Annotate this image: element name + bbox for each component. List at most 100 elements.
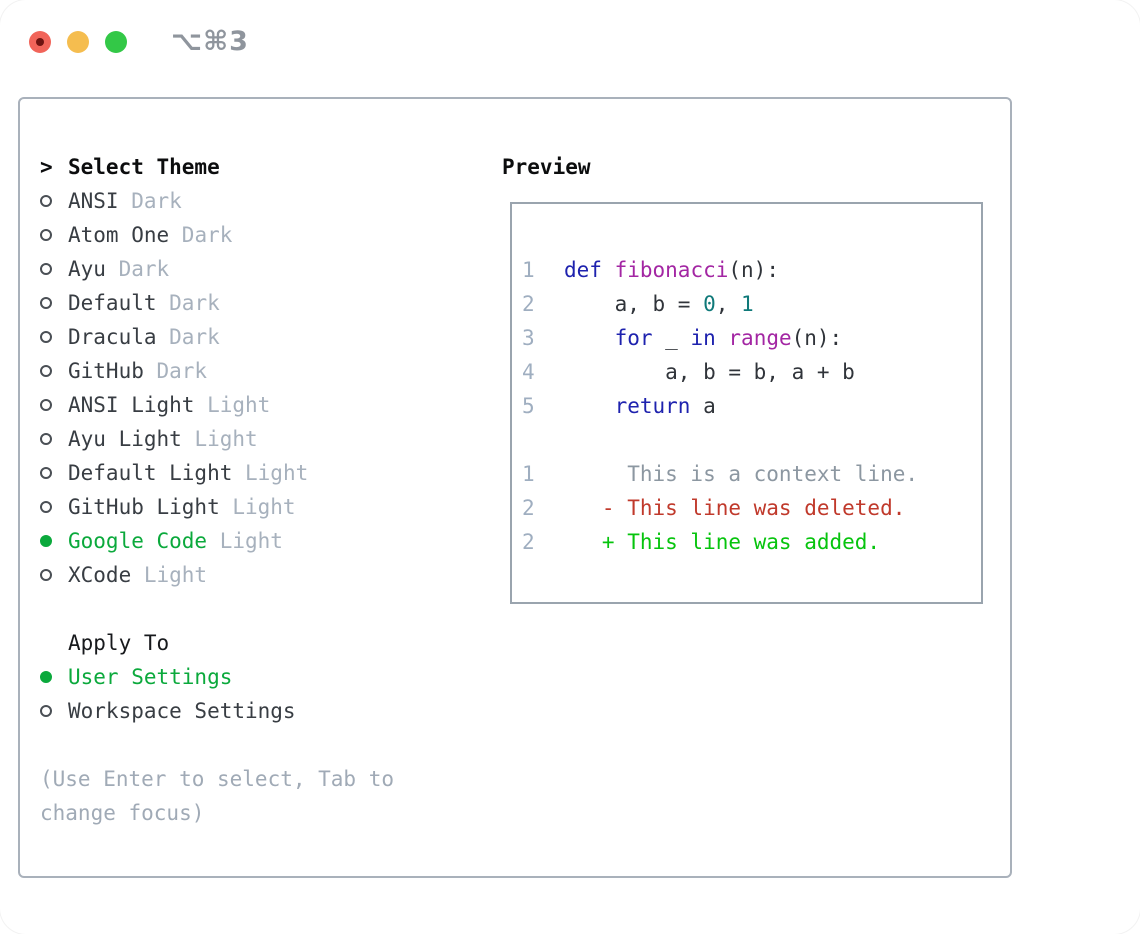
theme-option-atom-one[interactable]: Atom One Dark: [40, 218, 480, 252]
spacer: [40, 592, 480, 626]
radio-circle: [40, 331, 52, 343]
theme-option-ansi[interactable]: ANSI Dark: [40, 184, 480, 218]
option-variant-label: Dark: [156, 291, 220, 315]
option-label: ANSI Light: [68, 393, 195, 417]
radio-circle: [40, 501, 52, 513]
radio-unselected-icon: [40, 501, 68, 513]
radio-unselected-icon: [40, 195, 68, 207]
radio-unselected-icon: [40, 297, 68, 309]
radio-circle: [40, 535, 52, 547]
code-token-lit: 0: [703, 292, 716, 316]
radio-selected-icon: [40, 535, 68, 547]
theme-option-dracula[interactable]: Dracula Dark: [40, 320, 480, 354]
option-label: Atom One: [68, 223, 170, 247]
traffic-light-minimize[interactable]: [67, 30, 89, 53]
apply-to-header: Apply To: [40, 626, 480, 660]
theme-option-xcode[interactable]: XCode Light: [40, 558, 480, 592]
traffic-light-zoom[interactable]: [105, 30, 127, 53]
option-label: ANSI: [68, 189, 119, 213]
code-token-pl: a: [690, 394, 716, 418]
radio-circle: [40, 569, 52, 581]
radio-selected-icon: [40, 671, 68, 683]
radio-circle: [40, 365, 52, 377]
code-token-pl: [602, 258, 615, 282]
option-variant-label: Light: [131, 563, 208, 587]
window-title: ⌥⌘3: [171, 26, 249, 57]
apply-option-user-settings[interactable]: User Settings: [40, 660, 480, 694]
radio-circle: [40, 705, 52, 717]
code-token-pl: ,: [715, 292, 742, 316]
radio-circle: [40, 229, 52, 241]
option-label: Default: [68, 291, 157, 315]
code-line: 2 + This line was added.: [522, 525, 981, 559]
line-number: 2: [522, 292, 535, 316]
option-label: User Settings: [68, 665, 233, 689]
code-token-ctx: This is a context line.: [564, 462, 919, 486]
code-line: 1 This is a context line.: [522, 457, 981, 491]
option-variant-label: Light: [207, 529, 283, 553]
option-label: Ayu Light: [68, 427, 182, 451]
option-label: Default Light: [68, 461, 233, 485]
theme-option-ansi-light[interactable]: ANSI Light Light: [40, 388, 480, 422]
code-line: 3 for _ in range(n):: [522, 321, 981, 355]
preview-title: Preview: [502, 155, 591, 179]
titlebar: ⌥⌘3: [29, 26, 249, 57]
theme-option-ayu[interactable]: Ayu Dark: [40, 252, 480, 286]
apply-to-title: Apply To: [68, 631, 170, 655]
line-number: 2: [522, 530, 535, 554]
option-variant-label: Light: [181, 427, 258, 451]
radio-unselected-icon: [40, 569, 68, 581]
line-number: 1: [522, 258, 535, 282]
apply-option-workspace-settings[interactable]: Workspace Settings: [40, 694, 480, 728]
radio-unselected-icon: [40, 365, 68, 377]
radio-unselected-icon: [40, 705, 68, 717]
code-token-pl: (n):: [728, 258, 779, 282]
code-line: 5 return a: [522, 389, 981, 423]
line-number: 2: [522, 496, 535, 520]
code-token-pl: _: [652, 326, 691, 350]
radio-circle: [40, 297, 52, 309]
code-token-kw: return: [614, 394, 691, 418]
option-variant-label: Light: [219, 495, 296, 519]
radio-unselected-icon: [40, 467, 68, 479]
traffic-light-close[interactable]: [29, 30, 51, 53]
option-label: GitHub Light: [68, 495, 220, 519]
radio-unselected-icon: [40, 433, 68, 445]
line-number: 4: [522, 360, 535, 384]
radio-circle: [40, 263, 52, 275]
radio-circle: [40, 671, 52, 683]
code-token-kw: in: [690, 326, 716, 350]
code-token-pl: [564, 326, 615, 350]
option-label: XCode: [68, 563, 132, 587]
help-text: (Use Enter to select, Tab to change focu…: [40, 767, 395, 825]
code-token-del: - This line was deleted.: [564, 496, 906, 520]
prompt-caret: >: [40, 155, 53, 179]
option-variant-label: Dark: [118, 189, 182, 213]
code-token-pl: [716, 326, 729, 350]
option-variant-label: Light: [232, 461, 309, 485]
code-token-pl: a, b = b, a + b: [564, 360, 855, 384]
option-variant-label: Dark: [156, 325, 220, 349]
theme-option-github[interactable]: GitHub Dark: [40, 354, 480, 388]
radio-unselected-icon: [40, 263, 68, 275]
line-number: 5: [522, 394, 535, 418]
select-theme-title: Select Theme: [68, 155, 220, 179]
line-number: 3: [522, 326, 535, 350]
option-label: Google Code: [68, 529, 208, 553]
theme-option-default-light[interactable]: Default Light Light: [40, 456, 480, 490]
code-token-pl: (n):: [791, 326, 843, 350]
theme-option-google-code[interactable]: Google Code Light: [40, 524, 480, 558]
option-variant-label: Dark: [169, 223, 233, 247]
theme-option-github-light[interactable]: GitHub Light Light: [40, 490, 480, 524]
theme-option-ayu-light[interactable]: Ayu Light Light: [40, 422, 480, 456]
code-line: 2 a, b = 0, 1: [522, 287, 981, 321]
radio-circle: [40, 467, 52, 479]
code-token-fn: range: [728, 326, 792, 350]
theme-option-default[interactable]: Default Dark: [40, 286, 480, 320]
radio-unselected-icon: [40, 229, 68, 241]
